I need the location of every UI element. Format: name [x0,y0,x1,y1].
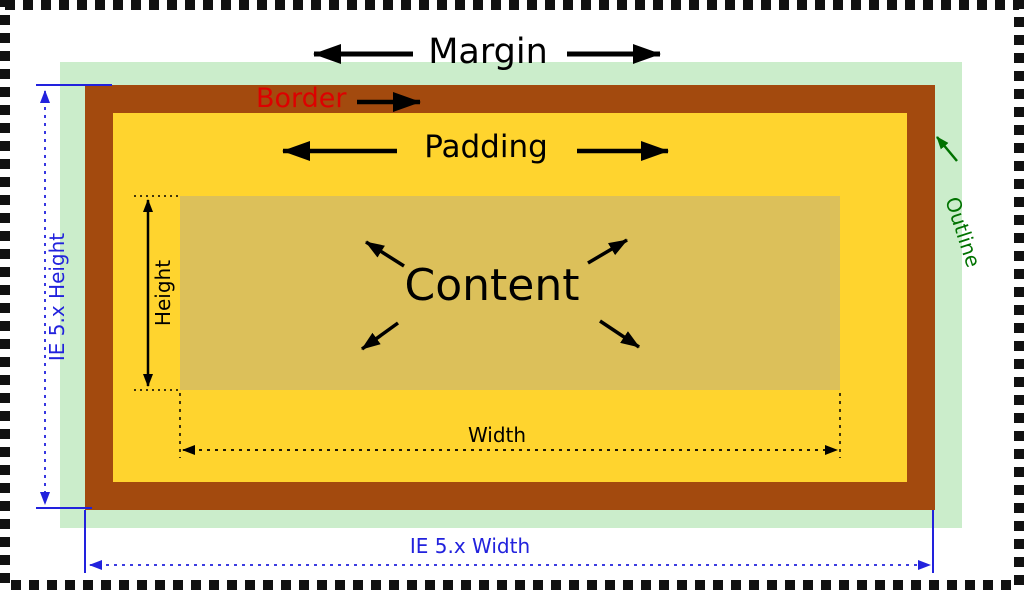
margin-label: Margin [428,32,548,72]
content-label: Content [404,260,580,311]
ie-height-label: IE 5.x Height [45,232,69,362]
height-label: Height [151,259,175,327]
border-label: Border [256,83,347,114]
ie-width-label: IE 5.x Width [409,534,531,558]
padding-label: Padding [424,129,548,165]
width-label: Width [467,423,527,447]
